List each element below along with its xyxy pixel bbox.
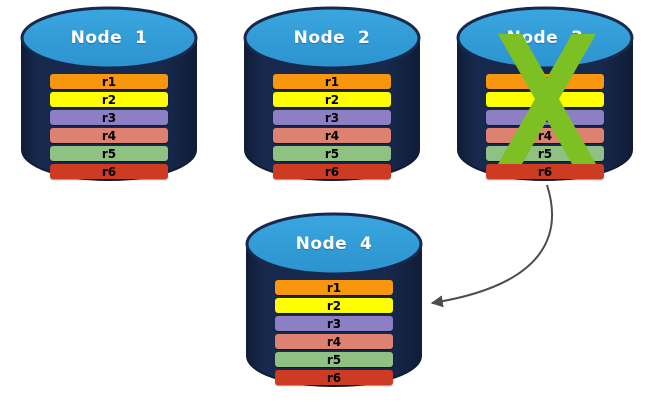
database-node-1[interactable]: Node 1 r1 r2 r3 r4 r5 r6: [20, 6, 198, 184]
node-row-list: r1 r2 r3 r4 r5 r6: [275, 280, 393, 385]
data-row-r5[interactable]: r5: [486, 146, 604, 161]
data-row-label: r1: [324, 74, 340, 89]
cylinder-top-disc: [243, 6, 421, 70]
data-row-label: r3: [326, 316, 342, 331]
data-row-label: r3: [537, 110, 553, 125]
database-node-2[interactable]: Node 2 r1 r2 r3 r4 r5 r6: [243, 6, 421, 184]
data-row-r6[interactable]: r6: [50, 164, 168, 179]
data-row-r1[interactable]: r1: [273, 74, 391, 89]
data-row-label: r2: [537, 92, 553, 107]
data-row-label: r2: [101, 92, 117, 107]
data-row-r4[interactable]: r4: [273, 128, 391, 143]
database-node-3[interactable]: Node 3 r1 r2 r3 r4 r5 r6: [456, 6, 634, 184]
data-row-r1[interactable]: r1: [486, 74, 604, 89]
data-row-r3[interactable]: r3: [50, 110, 168, 125]
cylinder-shape: [243, 6, 421, 181]
data-row-r6[interactable]: r6: [486, 164, 604, 179]
data-row-label: r1: [537, 74, 553, 89]
data-row-r6[interactable]: r6: [275, 370, 393, 385]
node-row-list: r1 r2 r3 r4 r5 r6: [486, 74, 604, 179]
data-row-r5[interactable]: r5: [273, 146, 391, 161]
cylinder-top-disc: [20, 6, 198, 70]
data-row-label: r5: [537, 146, 553, 161]
data-row-r6[interactable]: r6: [273, 164, 391, 179]
data-row-r4[interactable]: r4: [275, 334, 393, 349]
data-row-label: r2: [324, 92, 340, 107]
data-row-r5[interactable]: r5: [50, 146, 168, 161]
data-row-r3[interactable]: r3: [273, 110, 391, 125]
node-row-list: r1 r2 r3 r4 r5 r6: [50, 74, 168, 179]
data-row-r2[interactable]: r2: [486, 92, 604, 107]
data-row-label: r3: [324, 110, 340, 125]
data-row-r1[interactable]: r1: [50, 74, 168, 89]
data-row-label: r6: [324, 164, 340, 179]
data-row-r3[interactable]: r3: [275, 316, 393, 331]
data-row-r4[interactable]: r4: [486, 128, 604, 143]
data-row-label: r4: [326, 334, 342, 349]
data-row-r2[interactable]: r2: [273, 92, 391, 107]
data-row-label: r6: [101, 164, 117, 179]
cylinder-shape: [245, 212, 423, 387]
cylinder-top-disc: [245, 212, 423, 276]
database-node-4[interactable]: Node 4 r1 r2 r3 r4 r5 r6: [245, 212, 423, 390]
data-row-r5[interactable]: r5: [275, 352, 393, 367]
data-row-r2[interactable]: r2: [275, 298, 393, 313]
data-row-label: r4: [537, 128, 553, 143]
node-title: Node 2: [293, 28, 371, 48]
data-row-label: r1: [101, 74, 117, 89]
cylinder-body: [244, 37, 420, 181]
data-row-label: r5: [326, 352, 342, 367]
cylinder-body: [246, 243, 422, 387]
data-row-label: r3: [101, 110, 117, 125]
data-row-r1[interactable]: r1: [275, 280, 393, 295]
node-title: Node 1: [70, 28, 148, 48]
node-row-list: r1 r2 r3 r4 r5 r6: [273, 74, 391, 179]
cylinder-shape: [20, 6, 198, 181]
data-row-label: r6: [537, 164, 553, 179]
data-row-label: r1: [326, 280, 342, 295]
data-row-label: r5: [101, 146, 117, 161]
data-row-r4[interactable]: r4: [50, 128, 168, 143]
data-row-r2[interactable]: r2: [50, 92, 168, 107]
data-row-label: r4: [324, 128, 340, 143]
data-row-label: r6: [326, 370, 342, 385]
data-row-label: r5: [324, 146, 340, 161]
node-title: Node 3: [506, 28, 584, 48]
node-title: Node 4: [295, 234, 373, 254]
data-row-label: r2: [326, 298, 342, 313]
cylinder-body: [21, 37, 197, 181]
data-row-label: r4: [101, 128, 117, 143]
data-row-r3[interactable]: r3: [486, 110, 604, 125]
